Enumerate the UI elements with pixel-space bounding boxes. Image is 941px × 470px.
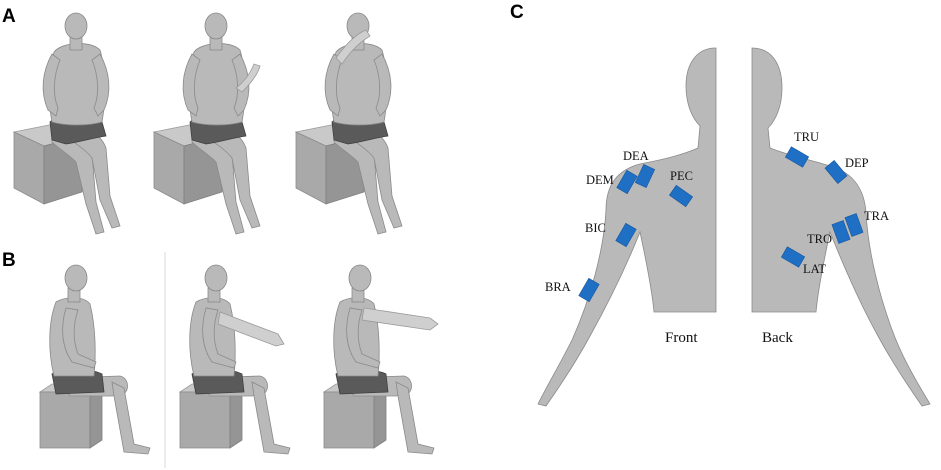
electrode-pec: [668, 184, 694, 208]
label-bic: BIC: [585, 221, 606, 235]
electrode-dem: [616, 169, 638, 195]
electrode-dep: [824, 160, 848, 184]
electrode-tro: [831, 220, 851, 244]
electrode-dea: [634, 164, 656, 188]
label-dem: DEM: [586, 173, 614, 187]
electrode-tra: [844, 213, 864, 237]
label-front: Front: [665, 330, 698, 346]
label-bra: BRA: [545, 280, 571, 294]
label-tro: TRO: [807, 232, 832, 246]
electrode-lat: [780, 246, 806, 268]
panel-label-a: A: [2, 6, 16, 27]
figure-a3: [295, 12, 403, 235]
electrode-bic: [615, 222, 637, 248]
electrode-bra: [578, 277, 600, 303]
figure-a2: [153, 12, 261, 235]
figure-b2: [179, 264, 291, 455]
label-lat: LAT: [803, 262, 826, 276]
figure-b3: [323, 264, 439, 455]
label-dep: DEP: [845, 156, 869, 170]
front-back-gap: [717, 40, 751, 320]
label-dea: DEA: [623, 149, 649, 163]
label-tra: TRA: [864, 209, 889, 223]
electrode-tru: [784, 146, 810, 168]
figure-b1: [39, 264, 151, 455]
figure-a1: [13, 12, 121, 235]
label-tru: TRU: [794, 130, 819, 144]
label-back: Back: [762, 330, 793, 346]
panel-label-c: C: [510, 2, 524, 23]
label-pec: PEC: [670, 169, 693, 183]
panel-label-b: B: [2, 250, 16, 271]
